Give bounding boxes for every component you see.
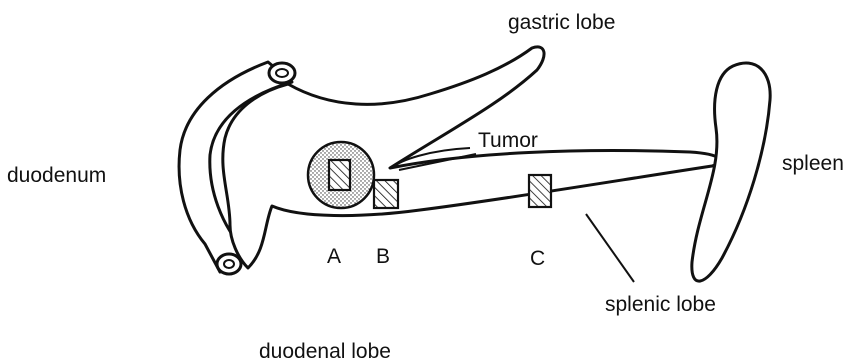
label-site-b: B (376, 245, 390, 268)
sample-box-a (329, 160, 350, 190)
label-gastric-lobe: gastric lobe (508, 11, 615, 34)
label-spleen: spleen (782, 152, 844, 175)
label-tumor: Tumor (478, 129, 538, 152)
pancreas-body-shape (223, 47, 721, 268)
splenic-lobe-leader-line (586, 214, 634, 282)
label-site-c: C (530, 247, 545, 270)
spleen-shape (692, 63, 770, 281)
label-splenic-lobe: splenic lobe (605, 293, 716, 316)
label-duodenal-lobe: duodenal lobe (259, 340, 391, 363)
sample-box-b (374, 180, 398, 208)
label-duodenum: duodenum (7, 164, 106, 187)
sample-box-c (529, 175, 551, 207)
label-site-a: A (327, 245, 341, 268)
